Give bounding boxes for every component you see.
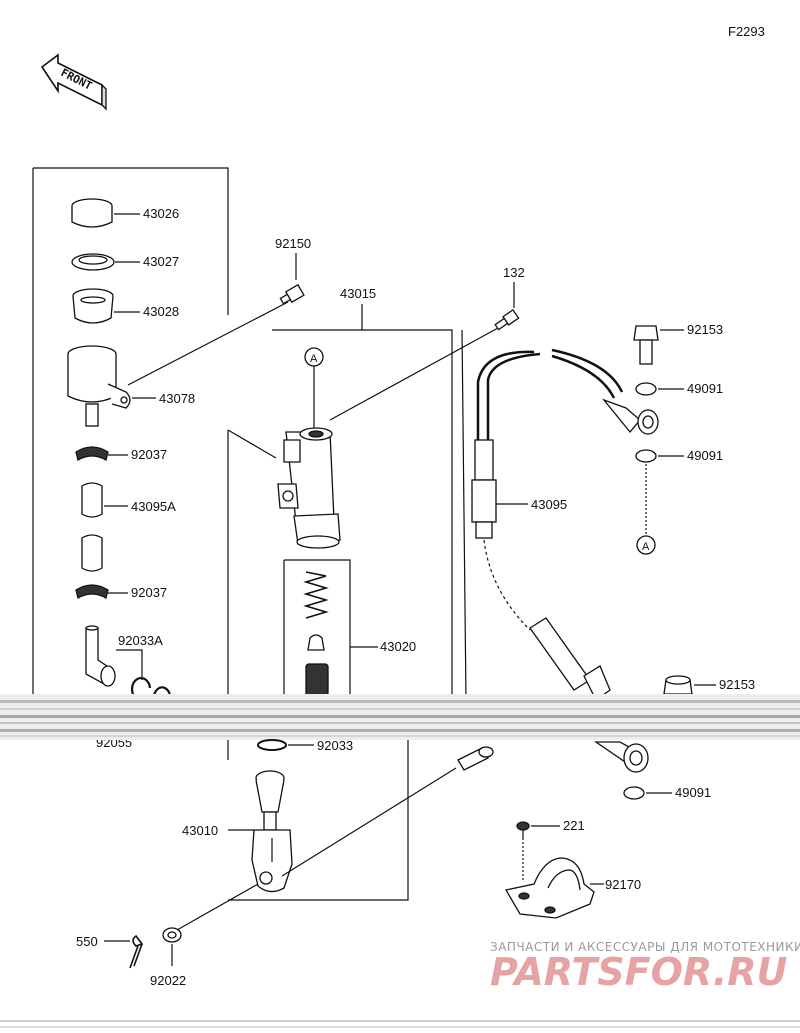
- diagram-code: F2293: [728, 24, 765, 39]
- hose-clamp-top: [75, 446, 109, 461]
- part-label-49091-top: 49091: [687, 381, 723, 396]
- reservoir-tank: [67, 345, 131, 427]
- hose-segment-upper: [81, 482, 103, 518]
- snap-ring-92033: [257, 739, 287, 751]
- part-label-92153-top: 92153: [687, 322, 723, 337]
- part-label-92033A: 92033A: [118, 633, 163, 648]
- part-label-92170: 92170: [605, 877, 641, 892]
- piston-kit-box: [283, 559, 351, 700]
- part-label-43026: 43026: [143, 206, 179, 221]
- reservoir-cap: [71, 198, 113, 228]
- part-label-132: 132: [503, 265, 525, 280]
- part-label-43028: 43028: [143, 304, 179, 319]
- callout-a-left: A: [310, 353, 318, 365]
- front-arrow-icon: FRONT: [40, 53, 107, 111]
- watermark-tagline: ЗАПЧАСТИ И АКСЕССУАРЫ ДЛЯ МОТОТЕХНИКИ: [490, 940, 800, 954]
- master-cylinder-body: [277, 427, 341, 549]
- diaphragm-plate: [71, 253, 115, 271]
- bottom-noise-strip: [0, 1020, 800, 1028]
- callout-a-right: A: [642, 541, 650, 553]
- hose-elbow-fitting: [85, 625, 116, 687]
- clevis-pin: [457, 746, 494, 771]
- hose-clamp-bracket: [504, 857, 595, 919]
- spring: [303, 571, 329, 619]
- bleeder-bolt-132: [494, 308, 520, 331]
- washer-49091-top: [635, 382, 657, 396]
- part-label-92022: 92022: [150, 973, 186, 988]
- part-label-92150: 92150: [275, 236, 311, 251]
- part-label-43078: 43078: [159, 391, 195, 406]
- part-label-43010: 43010: [182, 823, 218, 838]
- part-label-43027: 43027: [143, 254, 179, 269]
- part-label-550: 550: [76, 934, 98, 949]
- watermark-brand: PARTSFOR.RU: [490, 950, 788, 994]
- part-label-43095A: 43095A: [131, 499, 176, 514]
- banjo-fitting-lower: [593, 741, 649, 773]
- push-rod-clevis: [251, 770, 293, 893]
- washer-92022: [162, 927, 182, 943]
- callout-a-circle-right: [636, 535, 656, 555]
- piston-cup: [307, 634, 325, 651]
- diaphragm: [72, 288, 114, 324]
- left-group-bracket: [33, 167, 229, 315]
- part-label-49091-mid: 49091: [687, 448, 723, 463]
- banjo-bolt-bottom: [663, 675, 693, 695]
- washer-49091-bottom: [623, 786, 645, 800]
- hose-clamp-bottom: [75, 584, 109, 599]
- part-label-92037-bottom: 92037: [131, 585, 167, 600]
- brake-hose: [471, 348, 659, 701]
- part-label-43020: 43020: [380, 639, 416, 654]
- screw-221: [516, 821, 530, 840]
- bolt-92150: [279, 283, 305, 305]
- part-label-43095: 43095: [531, 497, 567, 512]
- piston: [305, 663, 329, 697]
- banjo-bolt-top: [633, 325, 659, 365]
- part-label-43015: 43015: [340, 286, 376, 301]
- part-label-221: 221: [563, 818, 585, 833]
- part-label-92153-bottom: 92153: [719, 677, 755, 692]
- washer-49091-mid: [635, 449, 657, 463]
- cotter-pin: [129, 934, 144, 969]
- cylinder-bracket: [227, 429, 277, 459]
- part-label-49091-bottom: 49091: [675, 785, 711, 800]
- part-label-92037-top: 92037: [131, 447, 167, 462]
- scan-noise-band: [0, 694, 800, 740]
- master-cylinder-assy-bracket: [272, 329, 453, 700]
- hose-segment-lower: [81, 534, 103, 572]
- part-label-92033: 92033: [317, 738, 353, 753]
